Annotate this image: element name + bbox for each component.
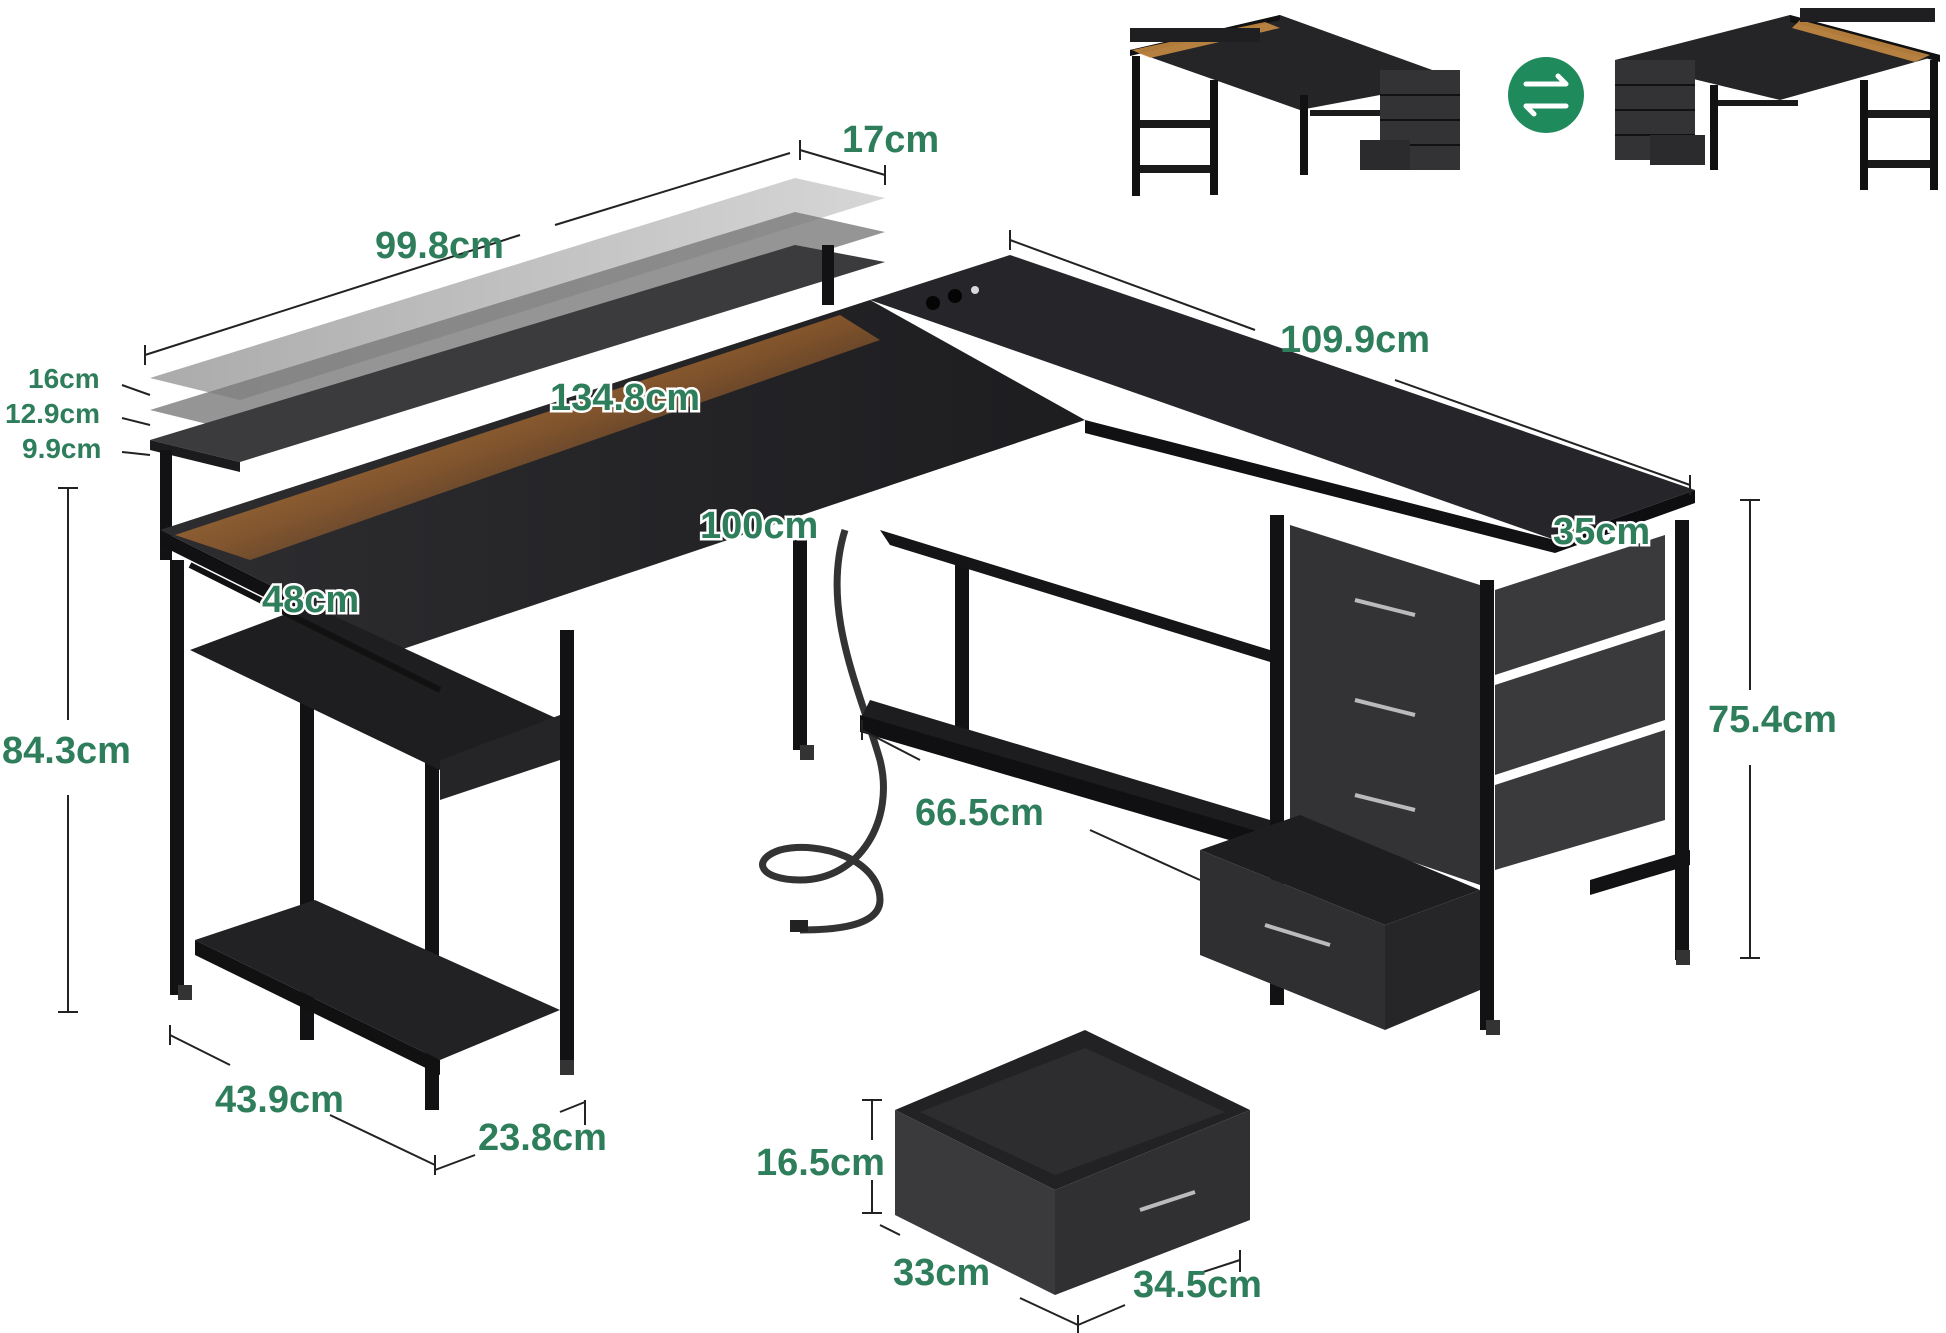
label-overall-height: 84.3cm: [2, 730, 131, 772]
label-drawer-width: 33cm: [893, 1252, 990, 1294]
label-long-side: 134.8cm: [550, 377, 700, 419]
label-side-shelf-width: 23.8cm: [478, 1117, 607, 1159]
preview-right-orientation: [1615, 8, 1940, 190]
label-return-side: 109.9cm: [1280, 319, 1430, 361]
label-shelf-height-3: 9.9cm: [22, 433, 101, 464]
label-return-depth: 35cm: [1553, 511, 1650, 553]
dimension-labels: 17cm 99.8cm 16cm 12.9cm 9.9cm 134.8cm 10…: [2, 119, 1837, 1306]
label-inner-length: 100cm: [700, 505, 818, 547]
label-drawer-depth: 34.5cm: [1133, 1264, 1262, 1306]
label-desk-height: 75.4cm: [1708, 699, 1837, 741]
label-drawer-height: 16.5cm: [756, 1142, 885, 1184]
swap-arrows-icon: [1508, 57, 1584, 133]
label-inner-width: 66.5cm: [915, 792, 1044, 834]
dimension-lines: [58, 140, 1760, 1333]
label-desk-depth-left: 48cm: [262, 579, 359, 621]
loose-drawer-illustration: [895, 1030, 1250, 1295]
label-shelf-width: 99.8cm: [375, 225, 504, 267]
preview-left-orientation: [1130, 15, 1460, 196]
label-shelf-height-2: 12.9cm: [5, 398, 100, 429]
label-shelf-depth: 17cm: [842, 119, 939, 161]
label-side-shelf-depth: 43.9cm: [215, 1079, 344, 1121]
label-shelf-height-1: 16cm: [28, 363, 100, 394]
desk-illustration: [150, 178, 1695, 1110]
